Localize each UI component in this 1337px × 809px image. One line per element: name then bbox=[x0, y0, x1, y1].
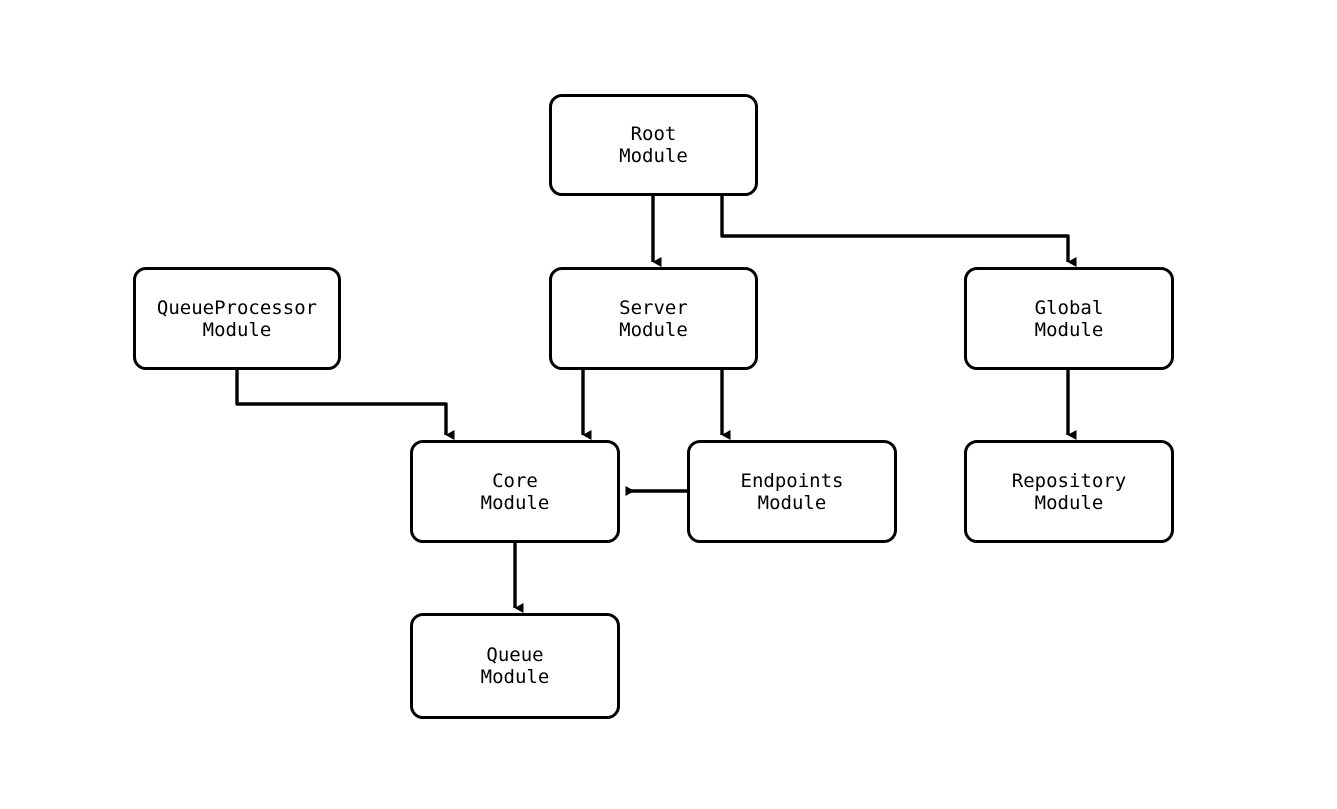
node-queueprocessor-module-suffix: Module bbox=[202, 318, 272, 341]
node-root-module-name: Root bbox=[630, 123, 677, 145]
node-root-module-suffix: Module bbox=[619, 145, 688, 167]
node-queue-module-suffix: Module bbox=[480, 666, 550, 688]
node-repository-module-name: Repository bbox=[1011, 469, 1127, 492]
node-repository-module-suffix: Module bbox=[1034, 491, 1104, 514]
node-server-module-suffix: Module bbox=[619, 318, 688, 341]
node-global-module-suffix: Module bbox=[1034, 318, 1104, 341]
node-global-module-name: Global bbox=[1034, 296, 1104, 319]
node-queue-module-name: Queue bbox=[486, 644, 544, 666]
node-core-module-suffix: Module bbox=[480, 491, 550, 514]
edge-root-to-global bbox=[720, 196, 1077, 267]
node-core-module-name: Core bbox=[492, 469, 538, 492]
edge-queueprocessor-to-core bbox=[235, 370, 455, 440]
node-endpoints-module-suffix: Module bbox=[757, 491, 827, 514]
node-server-module-name: Server bbox=[619, 296, 688, 319]
node-queueprocessor-module-name: QueueProcessor bbox=[156, 296, 318, 319]
node-endpoints-module-name: Endpoints bbox=[740, 469, 844, 492]
